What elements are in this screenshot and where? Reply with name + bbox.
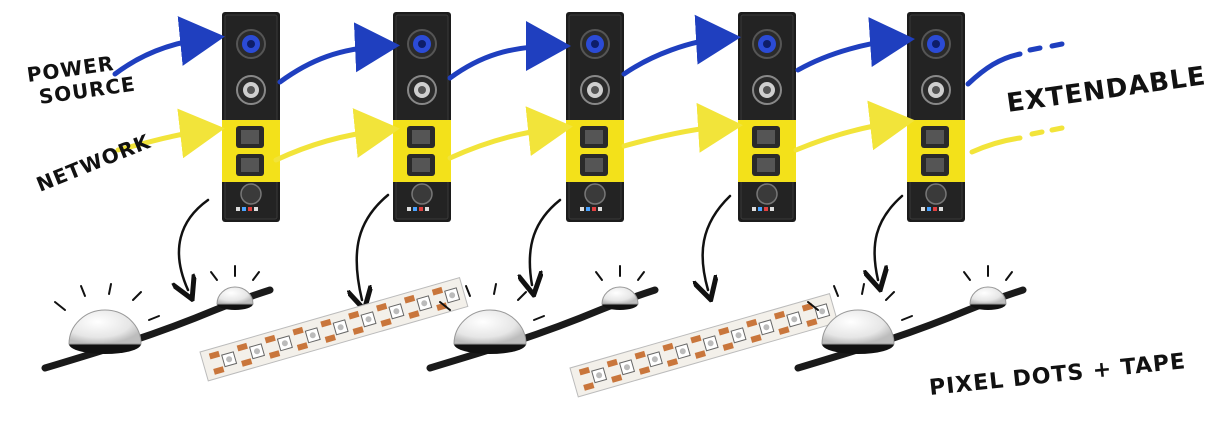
fixtures (41, 265, 1027, 398)
network-arrow (621, 102, 743, 153)
output-arrow (875, 194, 904, 280)
network-arrow (273, 108, 400, 163)
arrows (112, 14, 1065, 300)
pixel-controller-device (565, 11, 625, 223)
label-extendable: EXTENDABLE! (1005, 59, 1206, 118)
network-arrow (447, 106, 573, 161)
pixel-dot-string (794, 265, 1027, 372)
pixel-controller-device (737, 11, 797, 223)
output-arrow (530, 198, 562, 285)
power-arrow-dashes (1027, 41, 1065, 53)
label-pixel-dots-tape: PIXEL DOTS + TAPE (928, 349, 1187, 401)
output-arrow (179, 198, 210, 290)
network-arrow-continuation (969, 125, 1065, 155)
pixel-controller-device (906, 11, 966, 223)
power-arrow-continuation (965, 51, 1023, 87)
devices (221, 11, 966, 223)
pixel-dot-string (426, 265, 659, 372)
pixel-controller-device (221, 11, 281, 223)
output-arrow (357, 193, 390, 300)
label-network: NETWORK (33, 129, 155, 197)
power-arrow (447, 21, 571, 81)
output-arrow (703, 194, 732, 290)
power-arrow (795, 17, 915, 73)
pixel-tape (569, 292, 839, 398)
pixel-dot-string (41, 265, 274, 372)
power-arrow (112, 16, 225, 77)
pixel-tape (199, 276, 469, 382)
pixel-controller-device (392, 11, 452, 223)
network-arrow (793, 100, 915, 153)
power-arrow (277, 22, 400, 85)
power-arrow (621, 14, 741, 77)
network-arrow (115, 108, 225, 159)
